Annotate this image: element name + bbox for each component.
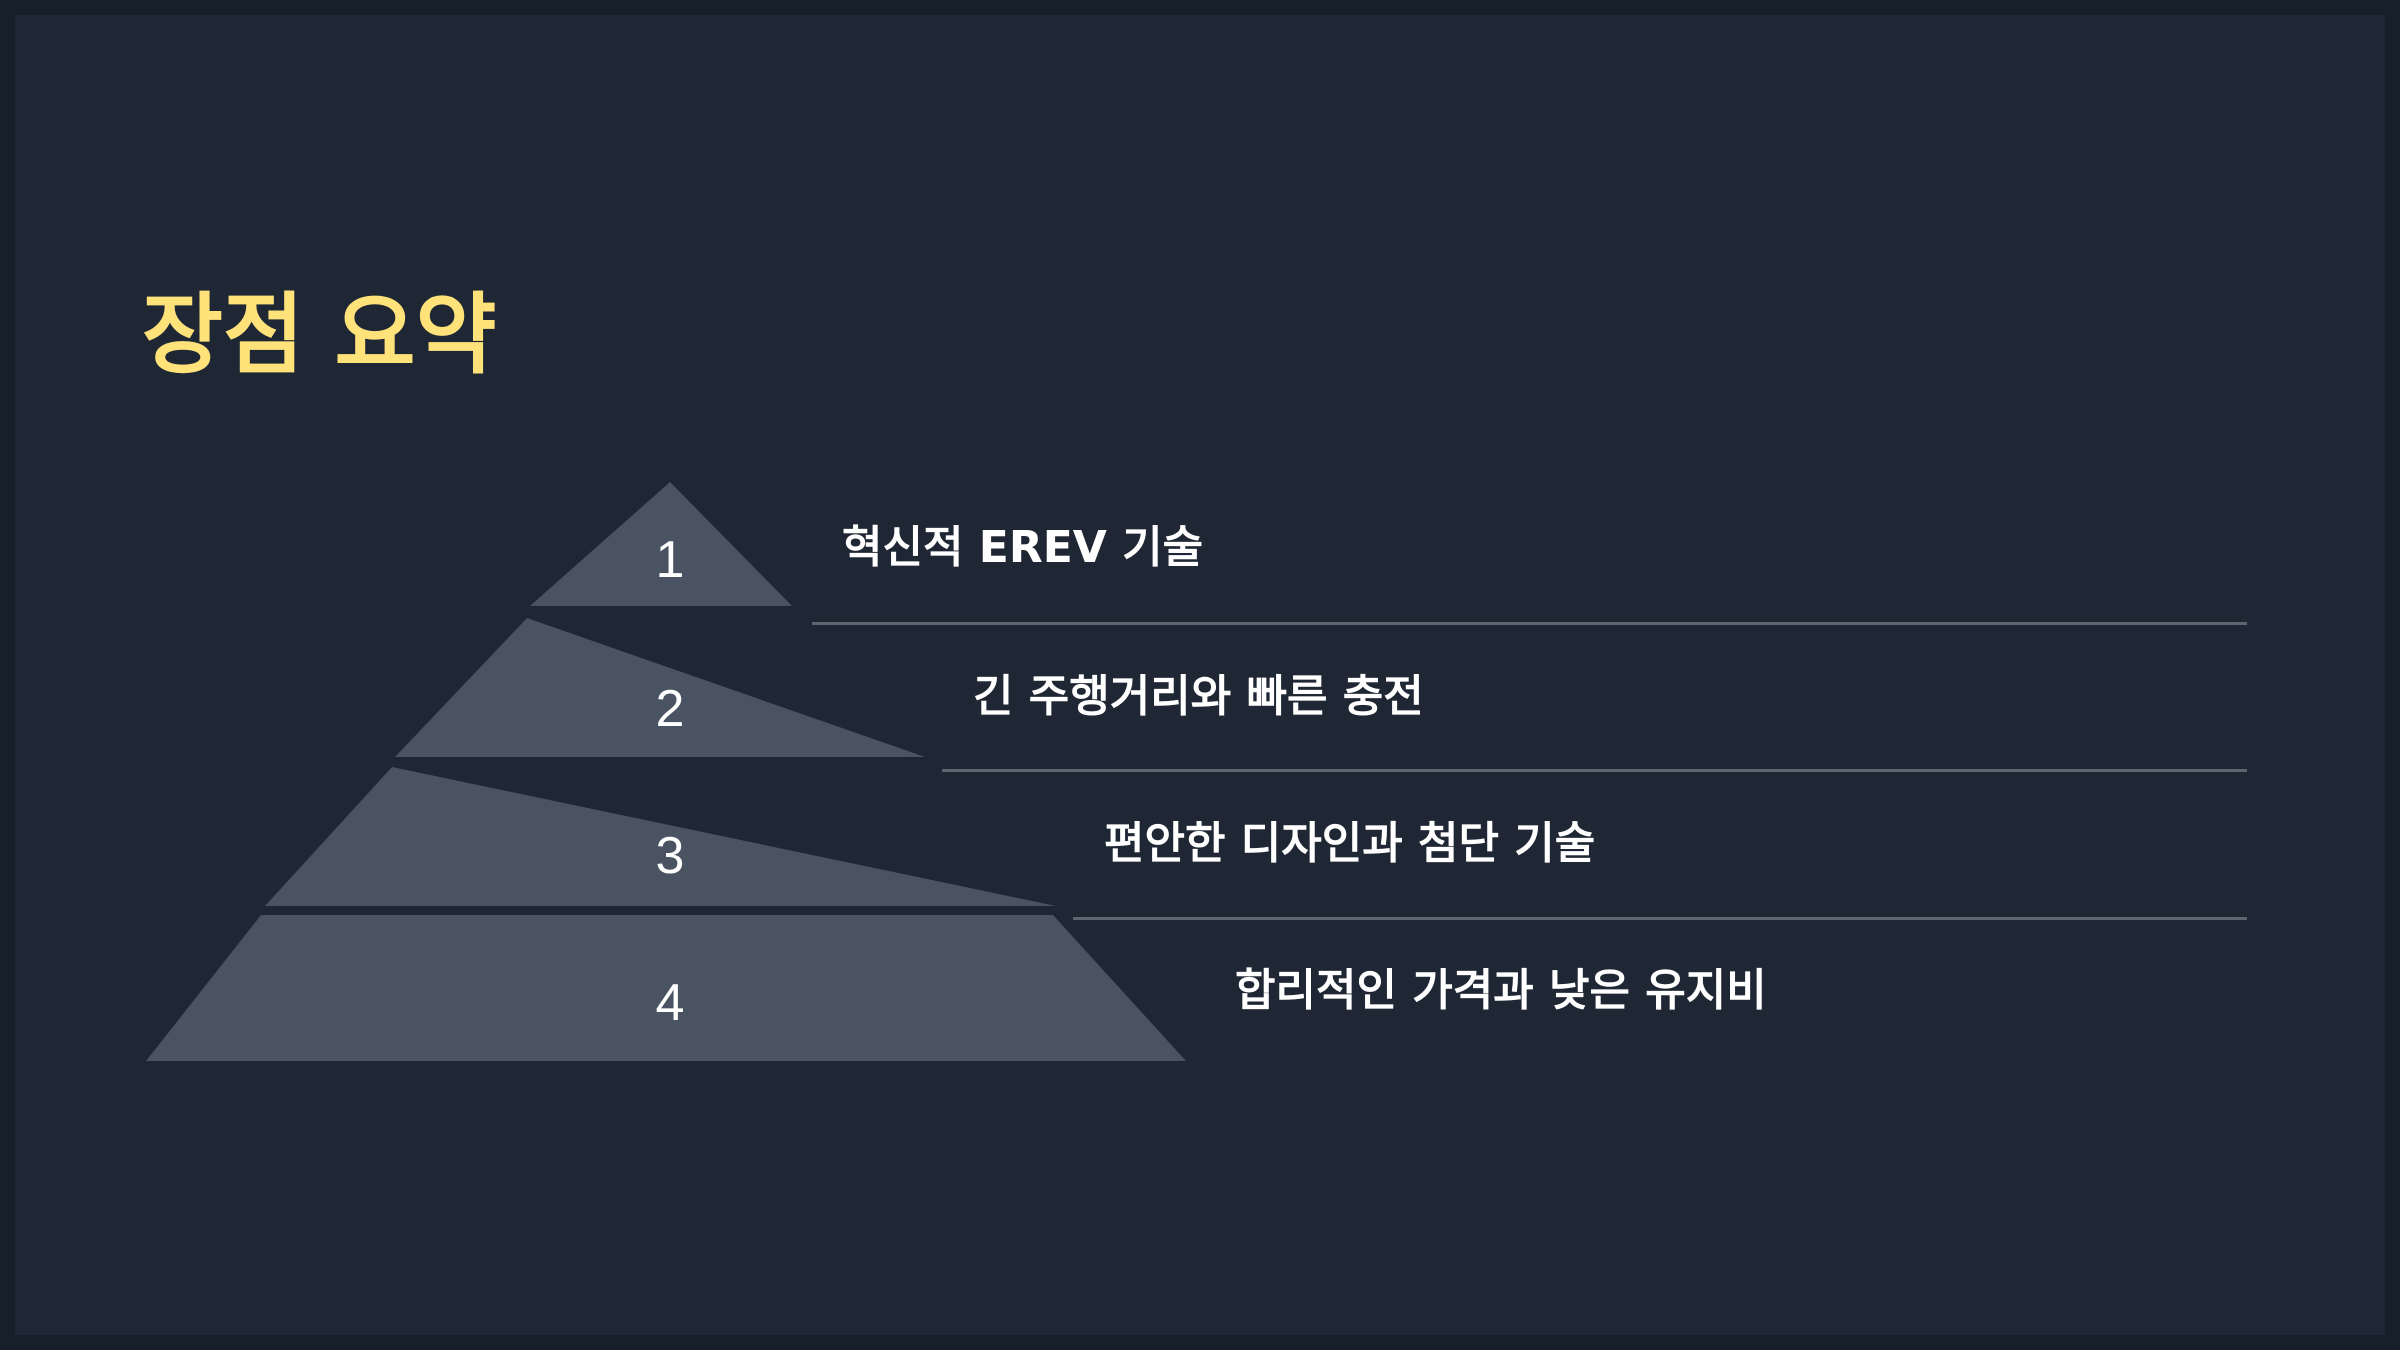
pyramid-tier-4 [146,915,1186,1061]
tier-label-3: 편안한 디자인과 첨단 기술 [1104,818,1596,869]
pyramid-tier-1 [530,482,792,606]
tier-divider-1 [812,622,2247,625]
tier-label-2: 긴 주행거리와 빠른 충전 [973,671,1424,722]
tier-number-2: 2 [656,680,685,738]
tier-label-4: 합리적인 가격과 낮은 유지비 [1235,965,1767,1016]
pyramid-tier-2 [395,618,925,757]
slide: 장점 요약 1 2 3 4 혁신적 EREV 기술 긴 주행거리와 빠른 충전 … [15,15,2385,1335]
pyramid-diagram: 1 2 3 4 [146,482,1186,1061]
tier-number-3: 3 [656,827,685,885]
slide-title: 장점 요약 [142,283,497,386]
tier-label-1: 혁신적 EREV 기술 [842,522,1204,573]
tier-number-4: 4 [656,974,685,1032]
tier-number-1: 1 [656,531,685,589]
pyramid-tier-3 [265,767,1056,906]
tier-divider-2 [942,769,2247,772]
tier-divider-3 [1073,917,2247,920]
